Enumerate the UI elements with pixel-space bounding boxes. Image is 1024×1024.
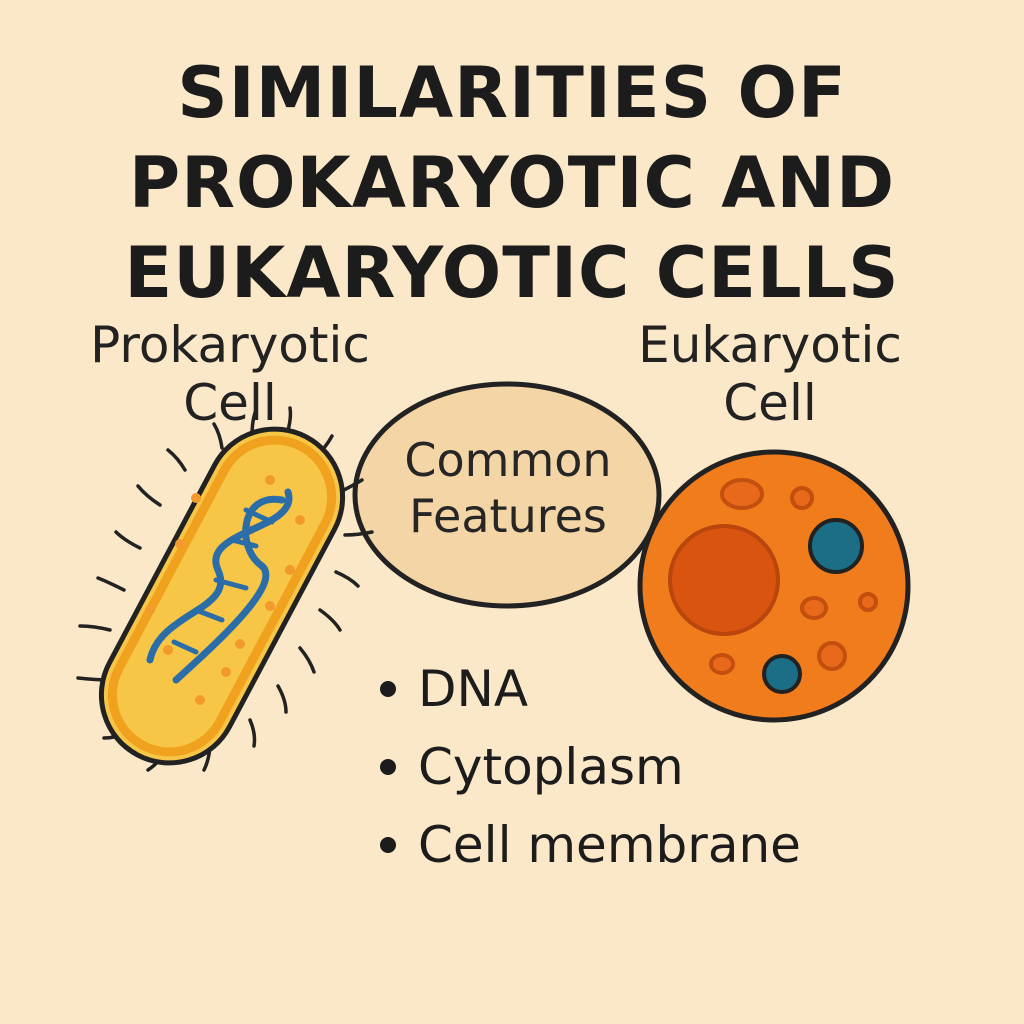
common-features-line-2: Features [409, 489, 607, 543]
common-features-bubble [352, 381, 662, 609]
vacuole-large [808, 518, 864, 574]
vacuole-small [762, 654, 802, 694]
title-line-1: SIMILARITIES OF [177, 52, 847, 134]
bullet-icon [380, 681, 396, 697]
common-features-label: Common Features [358, 432, 658, 544]
bullet-icon [380, 837, 396, 853]
page-title: SIMILARITIES OF PROKARYOTIC AND EUKARYOT… [0, 48, 1024, 318]
bacterium-icon [76, 406, 374, 772]
nucleus [668, 524, 780, 636]
feature-cytoplasm: Cytoplasm [418, 738, 684, 796]
title-line-2: PROKARYOTIC AND [128, 142, 896, 224]
prokaryotic-cell-label: Prokaryotic Cell [60, 316, 400, 432]
dna-helix-icon [146, 488, 293, 684]
bullet-icon [380, 759, 396, 775]
eukaryotic-label-line-2: Cell [723, 374, 817, 432]
eukaryotic-cell-icon [637, 449, 911, 723]
eukaryotic-label-line-1: Eukaryotic [638, 316, 902, 374]
title-line-3: EUKARYOTIC CELLS [124, 232, 900, 314]
feature-dna: DNA [418, 660, 529, 718]
eukaryotic-cell-label: Eukaryotic Cell [620, 316, 920, 432]
ribosome-dots [145, 475, 305, 705]
list-item: Cell membrane [380, 806, 801, 884]
prokaryotic-label-line-1: Prokaryotic [90, 316, 370, 374]
feature-cell-membrane: Cell membrane [418, 816, 801, 874]
features-list: DNA Cytoplasm Cell membrane [380, 650, 801, 884]
list-item: Cytoplasm [380, 728, 801, 806]
prokaryotic-label-line-2: Cell [183, 374, 277, 432]
list-item: DNA [380, 650, 801, 728]
common-features-line-1: Common [404, 433, 612, 487]
organelles [709, 478, 878, 675]
bacterium-inner-membrane [107, 435, 337, 757]
